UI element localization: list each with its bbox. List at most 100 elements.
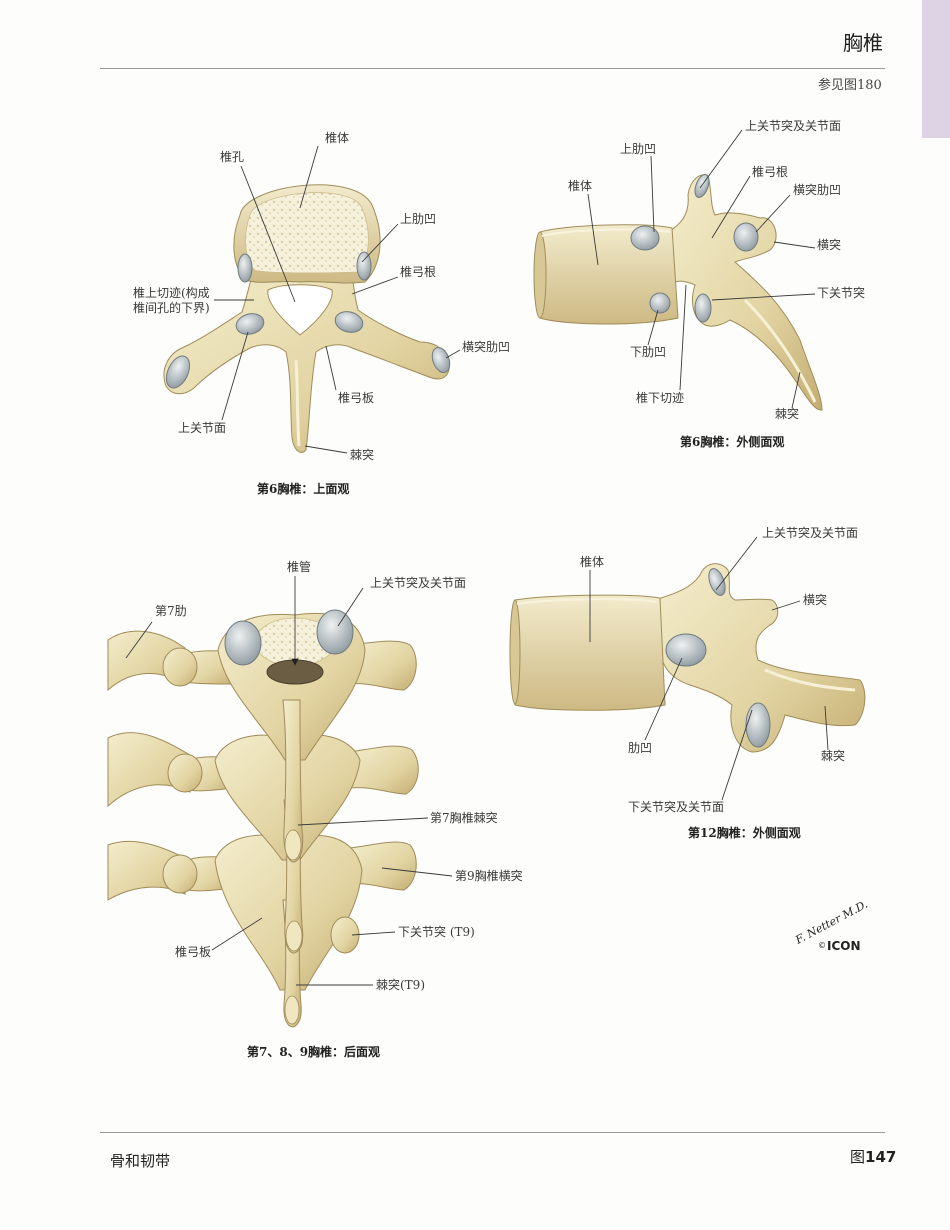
label-superior-notch-line1: 椎上切迹(构成 [133,286,210,300]
label-pedicle: 椎弓根 [752,165,789,179]
superior-articular-facet-right [334,311,364,333]
leader-inferior-notch [679,284,687,391]
label-transverse-process: 横突 [817,238,842,252]
label-vertebral-canal: 椎管 [287,560,312,574]
leader-superior-articular-process [699,129,743,189]
leader-body [587,193,599,266]
leader-spinous-process [824,705,829,751]
leader-rib-7 [125,621,153,659]
label-lamina: 椎弓板 [175,945,212,959]
rib-9 [107,841,186,901]
leader-superior-articular-process [715,536,758,591]
figure-caption: 第12胸椎：外侧面观 [688,826,801,840]
chapter-tab [922,0,950,138]
logo-mark: © [818,941,826,950]
page-title: 胸椎 [843,31,883,55]
neural-arch [654,563,866,753]
label-superior-costal-facet: 上肋凹 [620,142,657,156]
label-superior-costal-facet: 上肋凹 [400,212,437,226]
label-superior-articular-process: 上关节突及关节面 [370,576,467,590]
figure-prefix: 图 [850,1148,866,1166]
leader-lamina [211,917,263,951]
costal-facet [665,633,707,667]
spinous-process-highlight [743,298,817,403]
leader-lamina [325,345,337,391]
leader-foramen [240,165,296,303]
t7-spinous-tip [284,829,302,861]
superior-articular-facet-left [235,313,265,335]
label-transverse-costal-facet: 横突肋凹 [793,183,842,197]
label-t9-transverse-process: 第9胸椎横突 [455,869,523,883]
superior-costal-facet-left [237,253,253,283]
figure-t6-lateral [533,129,823,411]
figure-number: 147 [865,1148,897,1166]
t7-superior-articular-facet-left [224,620,262,666]
superior-costal-facet-right [356,251,372,281]
label-vertebral-foramen: 椎孔 [220,150,245,164]
figure-caption: 第6胸椎：外侧面观 [680,435,785,449]
t8-transverse-process-right [349,745,419,795]
label-inferior-notch: 椎下切迹 [636,391,685,405]
logo-name: ICON [827,939,861,953]
publisher-logo: © ICON [818,939,861,953]
label-inferior-articular-process: 下关节突 [817,286,866,300]
vertebral-body [512,594,666,711]
body-end-surface [533,231,547,319]
figure-caption: 第7、8、9胸椎：后面观 [247,1045,381,1059]
label-spinous-process: 棘突 [821,749,846,763]
spongy-bone-surface [245,192,369,274]
t8-spinous-tip [285,920,303,952]
leader-superior-costal-facet [361,223,399,263]
inferior-articular-facet [694,293,712,323]
leader-spinous-process [304,445,348,454]
label-inferior-costal-facet: 下肋凹 [630,345,667,359]
transverse-costal-facet-left [165,355,191,389]
body-upper-rim [541,228,671,237]
neural-arch [163,275,450,453]
figure-t7-t9-posterior [107,576,453,1028]
leader-transverse-process [773,241,816,249]
rib-8 [107,732,191,808]
superior-costal-facet [630,225,660,251]
transverse-costal-facet [733,222,759,252]
inferior-articular-facet [745,702,771,748]
label-superior-notch-line2: 椎间孔的下界) [133,301,210,315]
label-vertebral-body: 椎体 [580,555,605,569]
neural-arch [667,174,823,411]
label-rib-7: 第7肋 [155,604,187,618]
rib-8-tubercle [167,753,203,793]
t7-spinous-process [282,699,304,863]
leader-t9-inferior-articular [351,931,396,936]
leader-t9-transverse [381,867,453,877]
label-lamina: 椎弓板 [338,391,375,405]
body-upper-rim [516,598,658,605]
leader-body [299,145,319,209]
leader-transverse-costal-facet [755,194,791,233]
leader-spinous-process [791,371,801,409]
leader-superior-articular-process [337,587,364,627]
spinous-process-highlight [764,668,856,692]
leader-superior-costal-facet [650,155,655,233]
vertebral-foramen [267,284,333,336]
leader-transverse-process [771,600,801,611]
footer-section-title: 骨和韧带 [110,1152,171,1170]
leader-pedicle [351,276,399,295]
label-spinous-process: 棘突 [350,448,375,462]
t7-transverse-process-right [349,640,417,691]
footer-figure-number: 图147 [850,1146,896,1167]
label-t7-spinous-process: 第7胸椎棘突 [430,811,498,825]
label-t9-inferior-articular-process: 下关节突 (T9) [398,925,475,939]
label-t9-spinous-process: 棘突(T9) [376,978,426,992]
transverse-costal-facet-right [431,346,451,374]
label-spinous-process: 棘突 [775,407,800,421]
see-also-reference: 参见图180 [818,78,882,93]
leader-inferior-costal-facet [647,309,659,346]
body-end-surface [509,599,521,705]
inferior-costal-facet [649,292,671,314]
label-costal-facet: 肋凹 [628,741,653,755]
rib-7-tubercle [162,647,198,687]
header-rule [100,68,885,69]
spinous-process-highlight [294,359,301,447]
leader-superior-articular-facet [221,331,249,421]
leader-t7-spinous [297,817,429,826]
